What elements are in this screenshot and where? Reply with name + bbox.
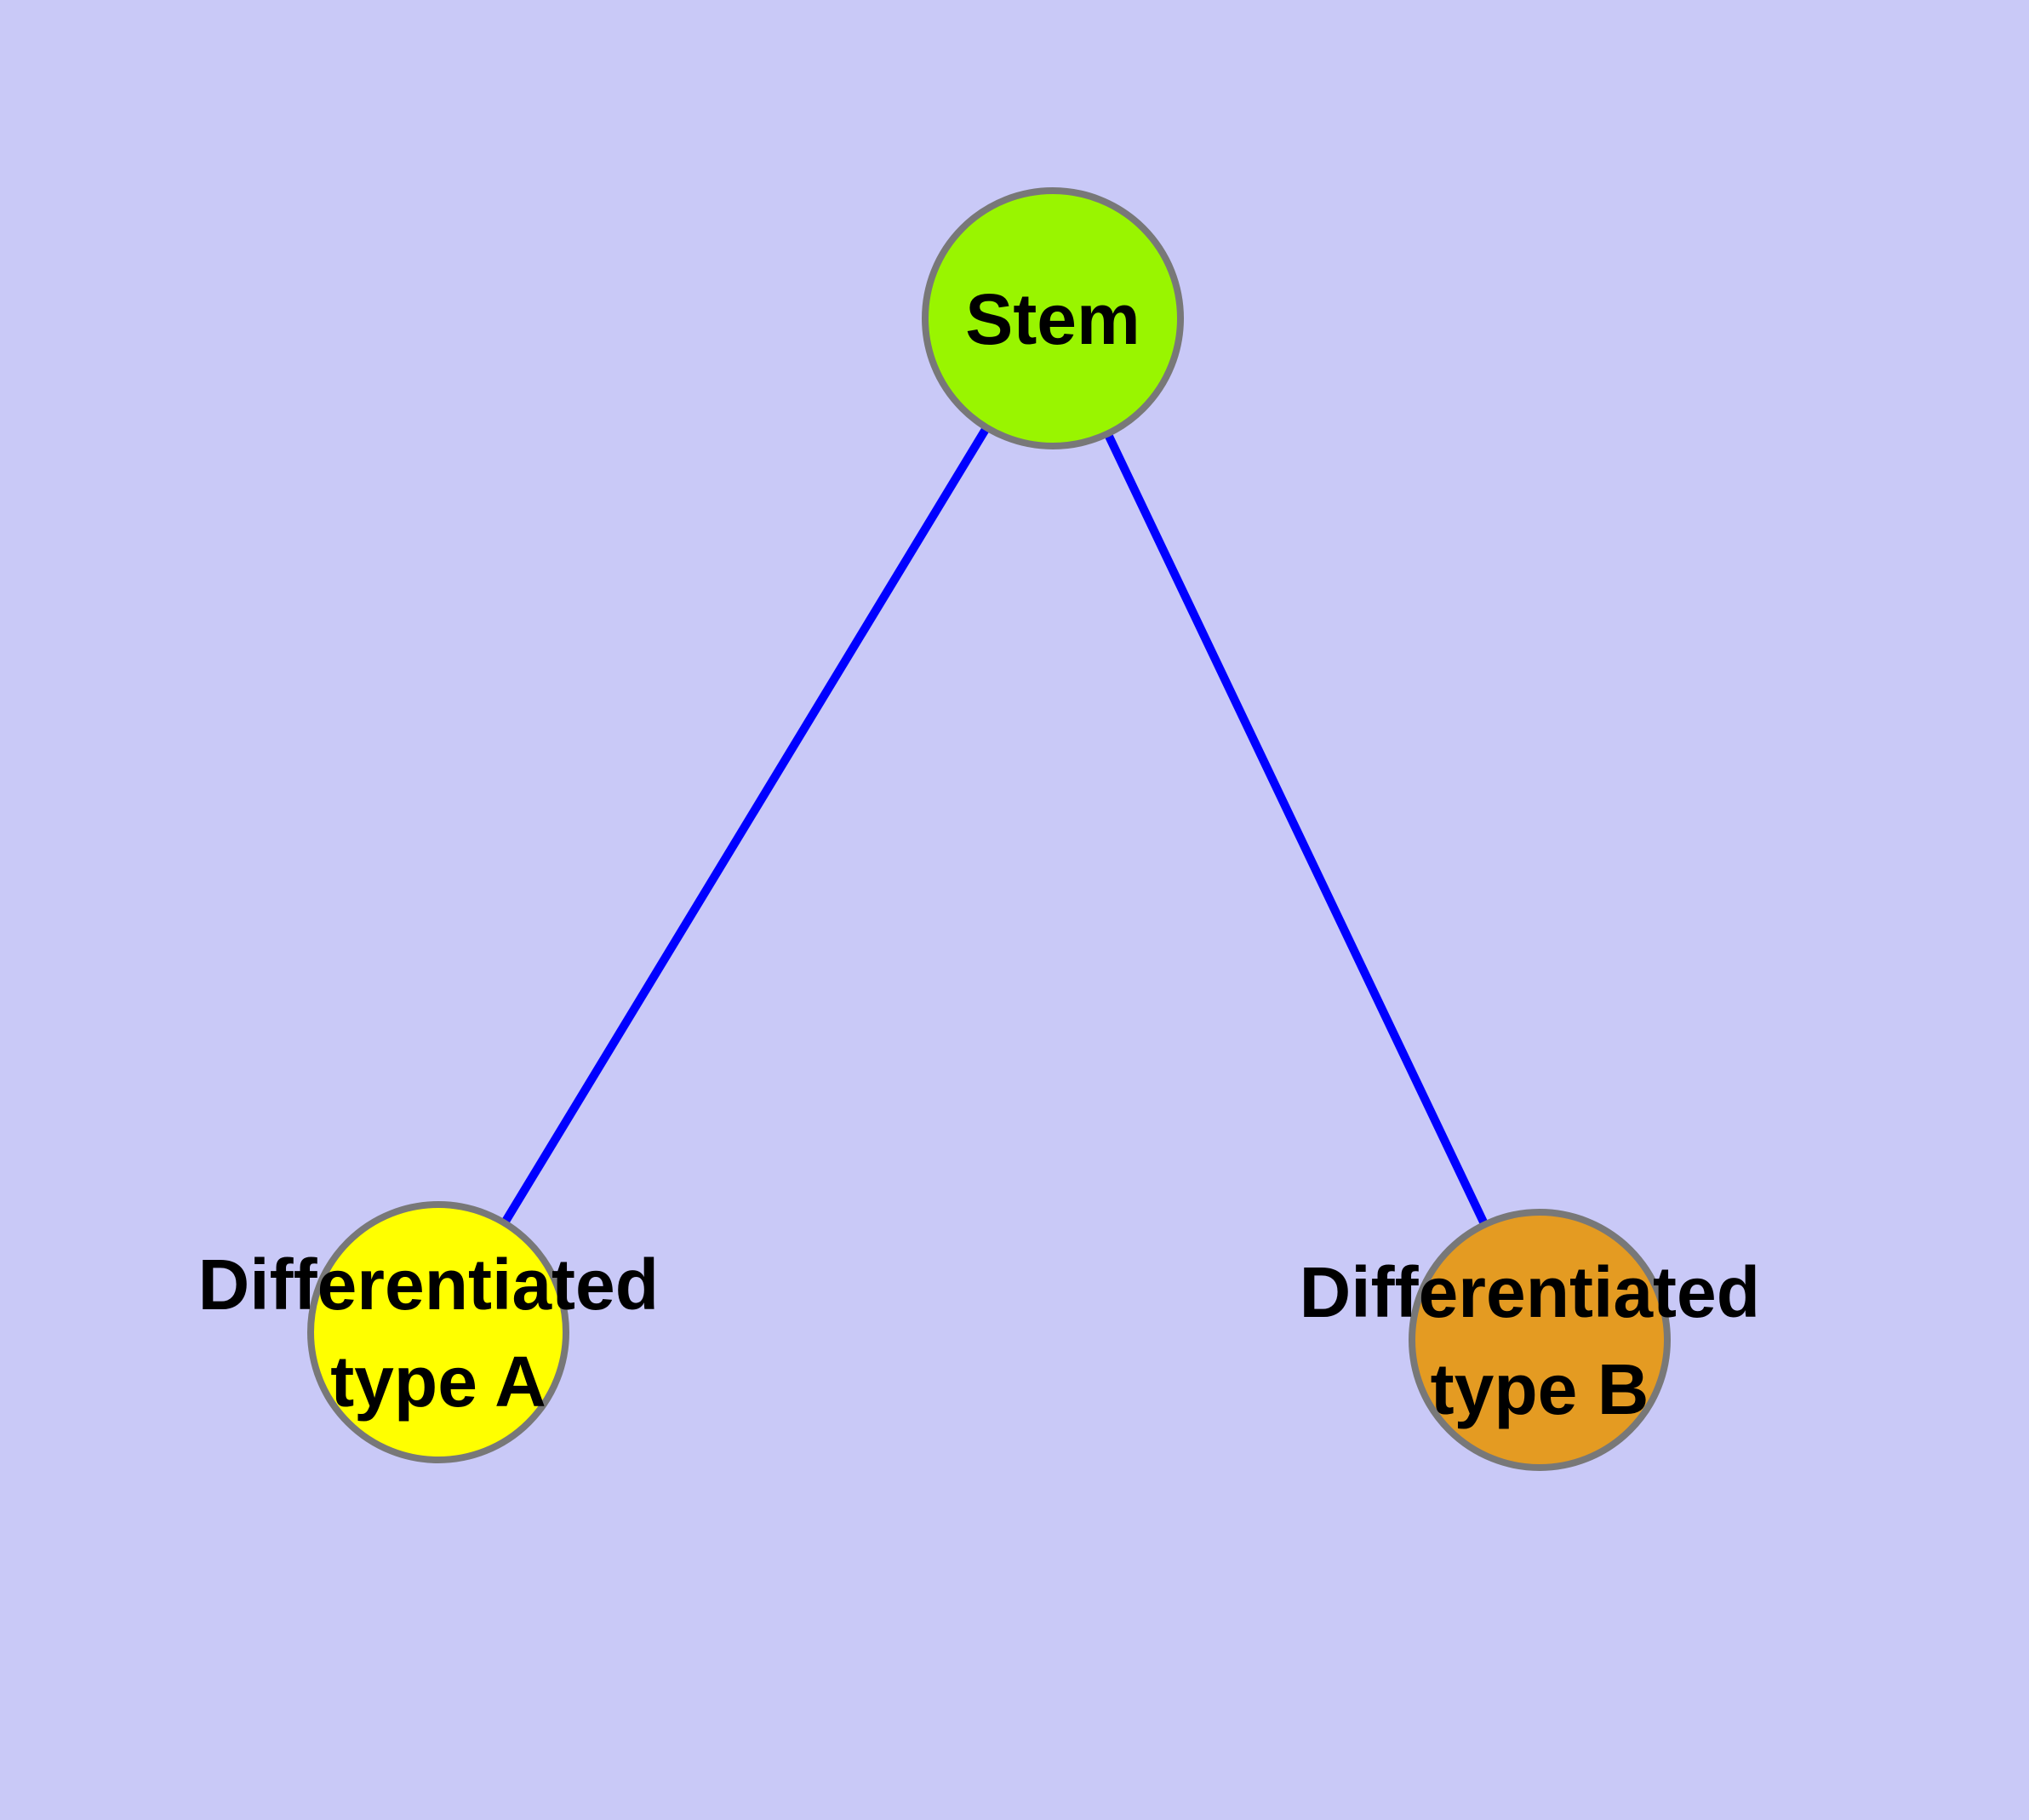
node-differentiated-type-a	[307, 1201, 569, 1463]
node-differentiated-type-b	[1409, 1209, 1671, 1471]
edge-stem-to-type-b	[1049, 316, 1544, 1342]
node-label-stem: Stem	[965, 279, 1140, 359]
node-stem	[922, 187, 1184, 449]
node-label-differentiated-type-a-line1: Differentiated	[198, 1245, 659, 1325]
node-label-differentiated-type-b-line2: type B	[1431, 1349, 1649, 1429]
node-label-differentiated-type-b-line1: Differentiated	[1300, 1252, 1760, 1332]
node-label-differentiated-type-b: Differentiated type B	[1300, 1252, 1780, 1429]
node-label-differentiated-type-a-line2: type A	[330, 1342, 546, 1422]
node-label-differentiated-type-a: Differentiated type A	[198, 1245, 679, 1422]
edge-stem-to-type-a	[434, 316, 1057, 1335]
